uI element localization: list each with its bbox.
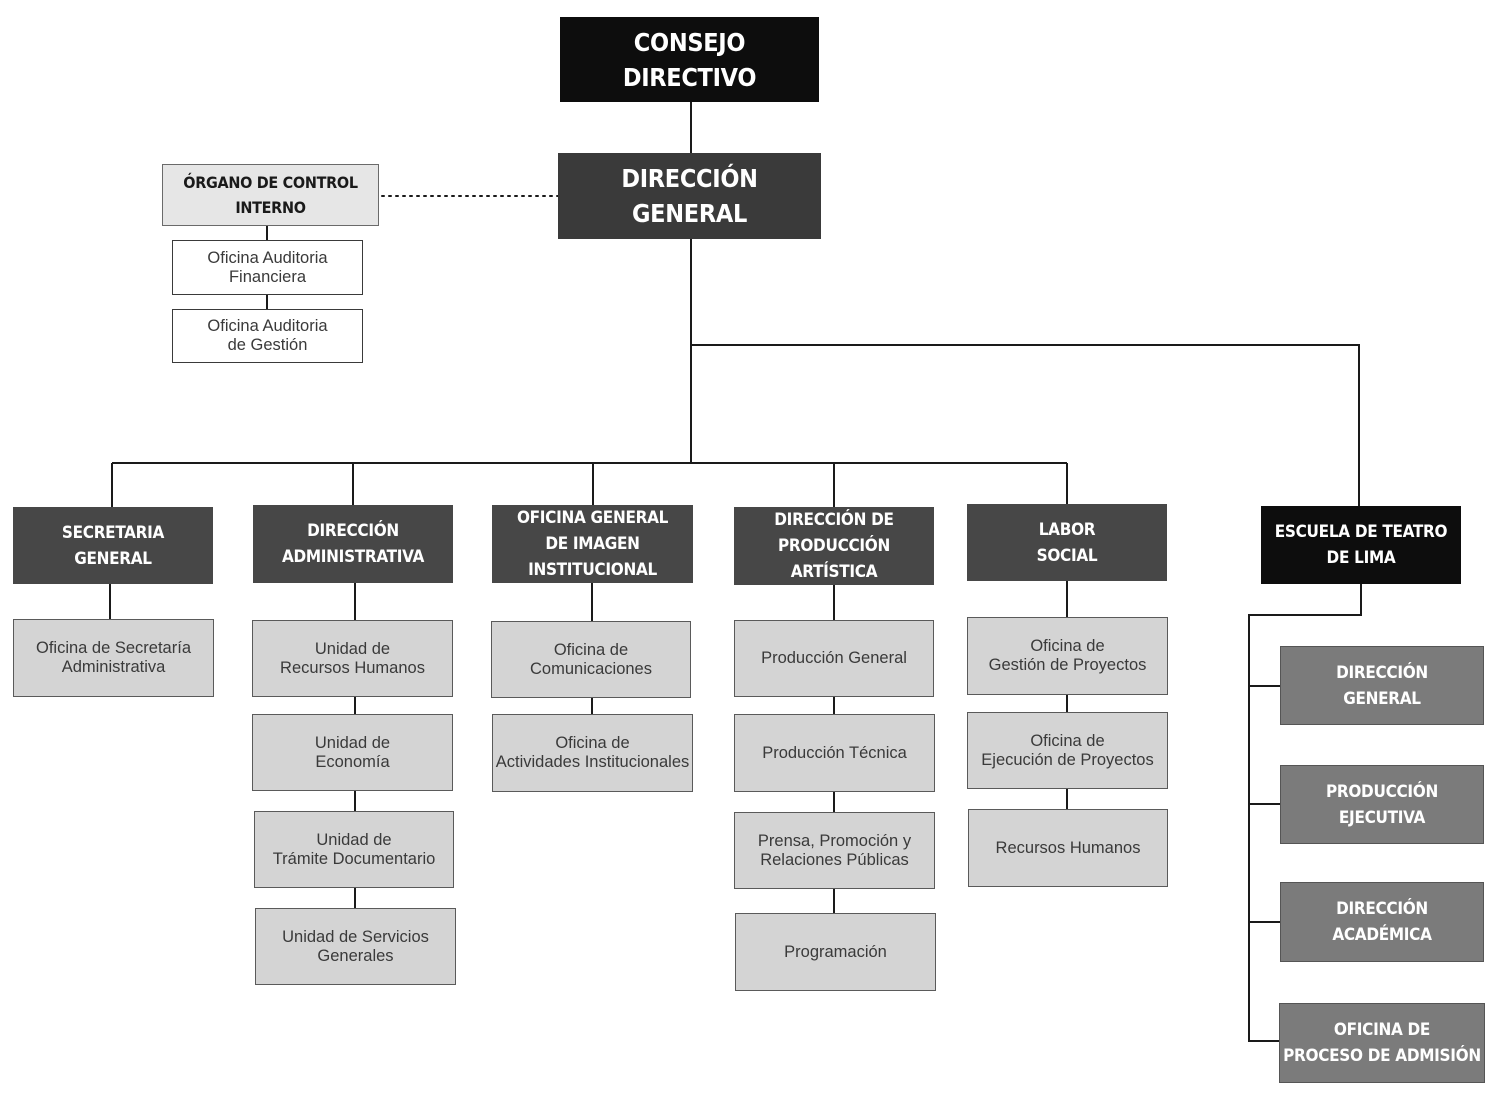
escuela-teatro-lima-box: ESCUELA DE TEATRO DE LIMA [1261,506,1461,584]
unit-label: Producción General [761,649,907,667]
oficina-comunicaciones-box: Oficina de Comunicaciones [491,621,691,698]
unit-label: Oficina de Ejecución de Proyectos [981,731,1154,769]
escuela-direccion-general-box: DIRECCIÓN GENERAL [1280,646,1484,725]
department-label: OFICINA GENERAL DE IMAGEN INSTITUCIONAL [516,508,669,580]
labor-social-box: LABOR SOCIAL [967,504,1167,581]
escuela-label: ESCUELA DE TEATRO DE LIMA [1274,522,1448,568]
direccion-general-box: DIRECCIÓN GENERAL [558,153,821,239]
department-label: SECRETARIA GENERAL [61,522,165,569]
direccion-administrativa-box: DIRECCIÓN ADMINISTRATIVA [253,505,453,583]
escuela-direccion-academica-box: DIRECCIÓN ACADÉMICA [1280,882,1484,962]
unit-label: Oficina Auditoria Financiera [207,248,328,286]
escuela-unit-label: DIRECCIÓN ACADÉMICA [1332,899,1432,945]
unit-label: Oficina de Secretaría Administrativa [36,639,191,676]
oficina-ejecucion-proyectos-box: Oficina de Ejecución de Proyectos [967,712,1168,789]
prensa-promocion-box: Prensa, Promoción y Relaciones Públicas [734,812,935,889]
escuela-unit-label: PRODUCCIÓN EJECUTIVA [1325,781,1439,828]
secretaria-general-box: SECRETARIA GENERAL [13,507,213,584]
unit-label: Unidad de Trámite Documentario [272,830,436,868]
oficina-auditoria-financiera-box: Oficina Auditoria Financiera [172,240,363,295]
produccion-tecnica-box: Producción Técnica [734,714,935,792]
escuela-produccion-ejecutiva-box: PRODUCCIÓN EJECUTIVA [1280,765,1484,844]
unidad-servicios-generales-box: Unidad de Servicios Generales [255,908,456,985]
unit-label: Unidad de Servicios Generales [282,927,429,965]
unidad-tramite-documentario-box: Unidad de Trámite Documentario [254,811,454,888]
unit-label: Unidad de Recursos Humanos [280,639,425,677]
unit-label: Unidad de Economía [314,733,391,771]
unit-label: Recursos Humanos [995,838,1141,857]
escuela-proceso-admision-box: OFICINA DE PROCESO DE ADMISIÓN [1279,1003,1485,1083]
department-label: LABOR SOCIAL [1036,519,1098,566]
unit-label: Oficina Auditoria de Gestión [207,317,328,354]
unit-label: Programación [784,942,887,961]
unit-label: Oficina de Actividades Institucionales [495,734,690,771]
oficina-gestion-proyectos-box: Oficina de Gestión de Proyectos [967,617,1168,695]
oficina-secretaria-administrativa-box: Oficina de Secretaría Administrativa [13,619,214,697]
oficina-actividades-institucionales-box: Oficina de Actividades Institucionales [492,714,693,792]
oficina-imagen-institucional-box: OFICINA GENERAL DE IMAGEN INSTITUCIONAL [492,505,693,583]
department-label: DIRECCIÓN ADMINISTRATIVA [281,521,425,567]
unit-label: Producción Técnica [762,743,907,762]
unit-label: Oficina de Comunicaciones [530,640,652,678]
consejo-directivo-label: CONSEJO DIRECTIVO [622,27,757,92]
organo-control-label: ÓRGANO DE CONTROL INTERNO [183,173,358,217]
programacion-box: Programación [735,913,936,991]
oficina-auditoria-gestion-box: Oficina Auditoria de Gestión [172,309,363,363]
direccion-general-label: DIRECCIÓN GENERAL [621,164,758,228]
unit-label: Oficina de Gestión de Proyectos [988,637,1147,674]
consejo-directivo-box: CONSEJO DIRECTIVO [560,17,819,102]
department-label: DIRECCIÓN DE PRODUCCIÓN ARTÍSTICA [774,510,894,582]
unit-label: Prensa, Promoción y Relaciones Públicas [757,831,912,869]
unidad-recursos-humanos-box: Unidad de Recursos Humanos [252,620,453,697]
escuela-unit-label: OFICINA DE PROCESO DE ADMISIÓN [1283,1020,1481,1066]
produccion-artistica-box: DIRECCIÓN DE PRODUCCIÓN ARTÍSTICA [734,507,934,585]
recursos-humanos-box: Recursos Humanos [968,809,1168,887]
produccion-general-box: Producción General [734,620,934,697]
escuela-unit-label: DIRECCIÓN GENERAL [1336,662,1428,709]
organo-control-interno-box: ÓRGANO DE CONTROL INTERNO [162,164,379,226]
unidad-economia-box: Unidad de Economía [252,714,453,791]
